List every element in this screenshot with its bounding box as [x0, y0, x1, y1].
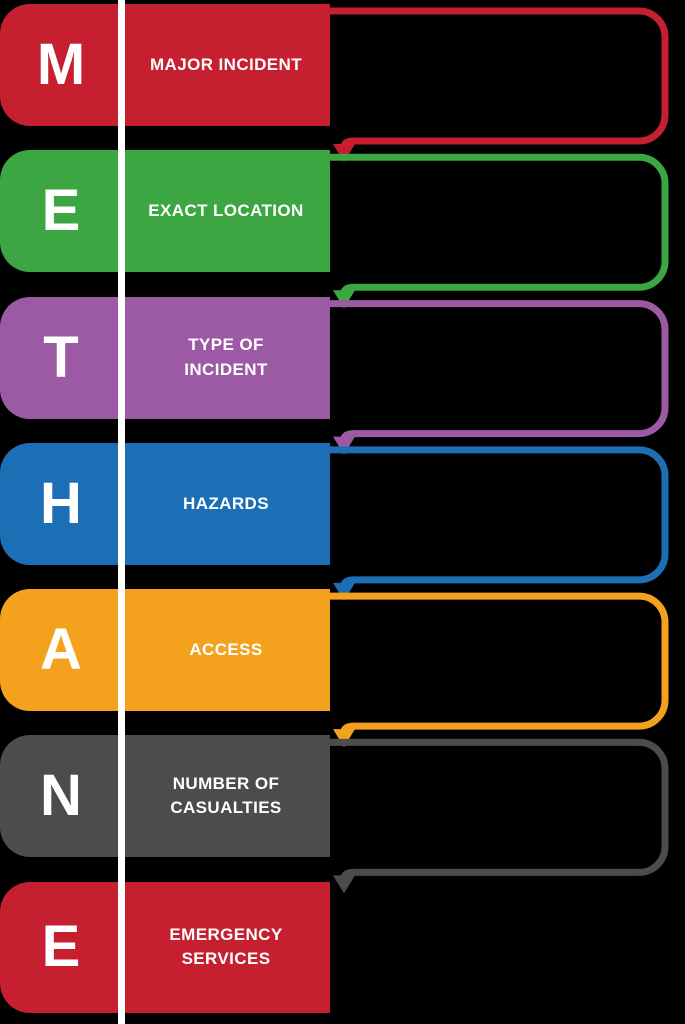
row-emergency-services: E EMERGENCY SERVICES [0, 878, 685, 1024]
row-block: E EXACT LOCATION [0, 150, 330, 273]
row-block: T TYPE OF INCIDENT [0, 296, 330, 419]
row-access: A ACCESS [0, 585, 685, 731]
row-letter: T [43, 324, 79, 390]
row-label: MAJOR INCIDENT [150, 54, 302, 74]
row-type-of-incident: T TYPE OF INCIDENT [0, 293, 685, 439]
row-letter: H [40, 470, 82, 536]
row-major-incident: M MAJOR INCIDENT [0, 0, 685, 146]
row-label: HAZARDS [183, 493, 269, 513]
row-hazards: H HAZARDS [0, 439, 685, 585]
row-number-of-casualties: N NUMBER OF CASUALTIES [0, 731, 685, 877]
row-exact-location: E EXACT LOCATION [0, 146, 685, 292]
row-letter: M [36, 32, 86, 97]
row-letter: N [40, 763, 82, 829]
row-label: EXACT LOCATION [148, 200, 304, 220]
row-letter: E [41, 914, 81, 980]
row-block: A ACCESS [0, 589, 330, 712]
row-label: NUMBER OF CASUALTIES [170, 773, 282, 818]
vertical-divider-line [118, 0, 125, 1024]
row-block: M MAJOR INCIDENT [0, 4, 330, 126]
row-block: N NUMBER OF CASUALTIES [0, 735, 330, 858]
row-label: ACCESS [189, 639, 263, 659]
row-block: E EMERGENCY SERVICES [0, 881, 330, 1013]
row-letter: E [41, 178, 81, 244]
row-block: H HAZARDS [0, 442, 330, 565]
row-letter: A [40, 617, 82, 683]
row-label: TYPE OF INCIDENT [184, 334, 268, 379]
row-label: EMERGENCY SERVICES [169, 924, 283, 969]
